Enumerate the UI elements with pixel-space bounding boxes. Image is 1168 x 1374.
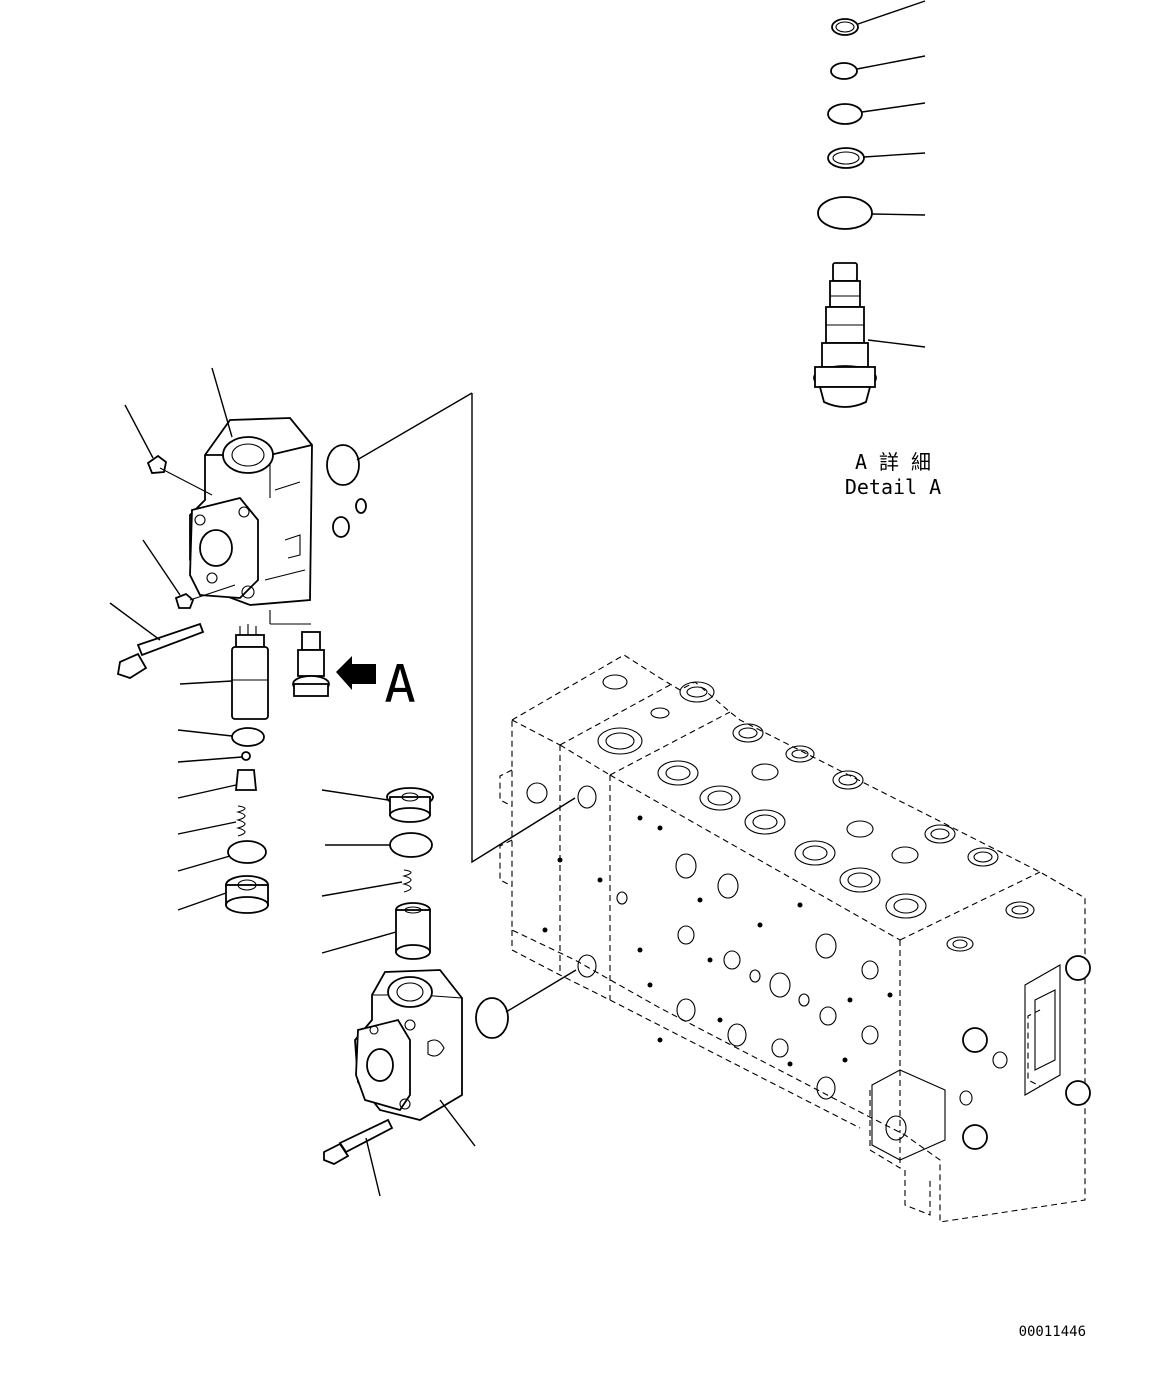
detail-o-ring-small: [830, 55, 926, 80]
main-valve-body: [499, 654, 1091, 1223]
lower-spring: [321, 869, 412, 897]
detail-backup-ring: [827, 147, 926, 169]
lower-o-ring: [325, 832, 433, 858]
upper-poppet: [179, 624, 269, 720]
detail-title-en: Detail A: [845, 475, 941, 499]
upper-ball: [177, 751, 251, 763]
lower-plug: [321, 787, 434, 823]
upper-housing-o-rings: [326, 392, 473, 538]
detail-title-jp: A 詳 細: [855, 450, 931, 474]
main-body-end-cap: [871, 955, 1091, 1161]
upper-bolt: [109, 602, 205, 679]
detail-seal-ring-1: [831, 0, 926, 36]
upper-o-ring: [177, 727, 265, 747]
detail-valve-cartridge: [813, 262, 926, 408]
view-a-arrow: [336, 656, 376, 690]
o-ring-leader-line: [471, 393, 576, 864]
view-a-label: A: [384, 655, 415, 715]
detail-o-ring-medium: [827, 102, 926, 125]
upper-valve-section: A: [109, 367, 473, 914]
lower-spool: [321, 902, 431, 960]
view-a-cartridge: [269, 610, 330, 697]
main-body-front-holes: [526, 782, 893, 1100]
upper-o-ring-lower: [177, 840, 267, 872]
upper-nut: [142, 539, 236, 609]
upper-check-valve: [177, 769, 257, 799]
upper-spring: [177, 805, 246, 837]
lower-bolt: [323, 1118, 394, 1197]
lower-valve-section: [321, 787, 577, 1197]
upper-plug-lower: [177, 875, 269, 914]
upper-plug: [124, 404, 213, 496]
main-body-top-ports: [597, 674, 1035, 952]
upper-valve-housing: [189, 417, 313, 606]
detail-a-group: A 詳 細 Detail A: [813, 0, 941, 499]
detail-o-ring-large: [817, 196, 926, 230]
lower-valve-housing: [354, 969, 476, 1147]
drawing-number: 00011446: [1019, 1324, 1086, 1340]
lower-housing-o-ring: [475, 969, 577, 1039]
